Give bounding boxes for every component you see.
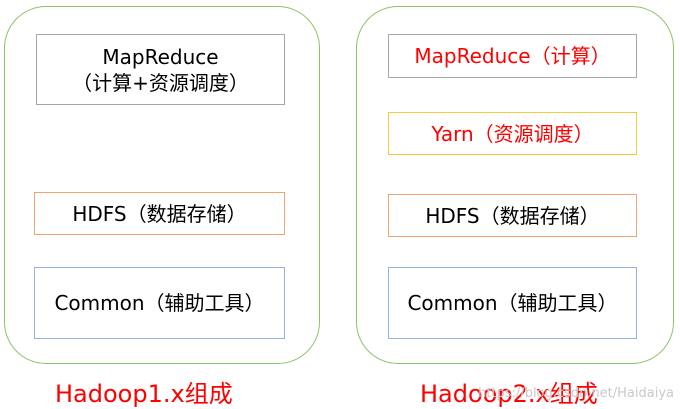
hadoop1-mapreduce-box: MapReduce （计算+资源调度） xyxy=(36,34,285,105)
hadoop2-caption: Hadoop2.x组成 xyxy=(420,380,598,408)
hadoop1-hdfs-label: HDFS（数据存储） xyxy=(72,201,247,226)
hadoop1-panel xyxy=(4,6,320,364)
watermark: https://blog.csdn.net/Haidaiya xyxy=(478,386,674,401)
hadoop2-mapreduce-box: MapReduce（计算） xyxy=(388,34,637,78)
hadoop1-common-box: Common（辅助工具） xyxy=(34,267,285,339)
hadoop1-hdfs-box: HDFS（数据存储） xyxy=(34,192,285,235)
hadoop1-mapreduce-desc: （计算+资源调度） xyxy=(72,70,249,95)
hadoop1-common-label: Common（辅助工具） xyxy=(54,291,265,315)
hadoop2-yarn-label: Yarn（资源调度） xyxy=(431,121,594,146)
hadoop2-common-box: Common（辅助工具） xyxy=(388,267,637,339)
hadoop2-common-label: Common（辅助工具） xyxy=(407,291,618,315)
hadoop2-panel xyxy=(356,6,674,364)
hadoop1-mapreduce-name: MapReduce xyxy=(102,44,219,69)
hadoop2-mapreduce-label: MapReduce（计算） xyxy=(414,44,611,68)
hadoop2-hdfs-label: HDFS（数据存储） xyxy=(425,203,600,228)
hadoop1-caption: Hadoop1.x组成 xyxy=(55,380,233,408)
hadoop2-yarn-box: Yarn（资源调度） xyxy=(388,112,637,155)
hadoop2-hdfs-box: HDFS（数据存储） xyxy=(388,194,637,237)
